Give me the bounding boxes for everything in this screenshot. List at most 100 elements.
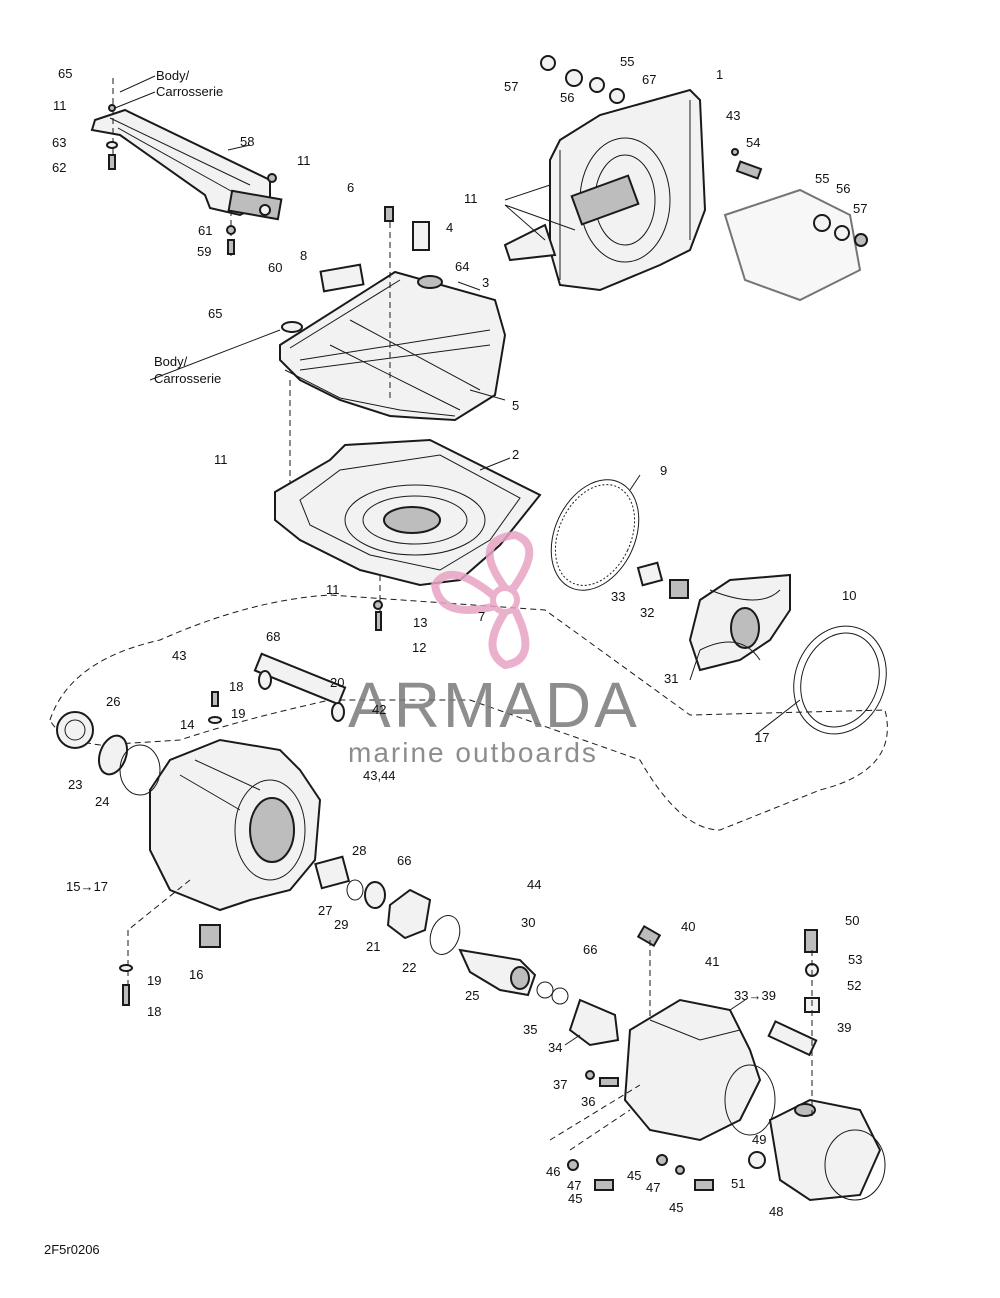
drive-shaft-25 — [314, 855, 620, 1047]
support-bracket-58 — [90, 78, 283, 260]
impeller-31 — [636, 561, 887, 735]
callout-c52: 52 — [847, 978, 861, 993]
callout-c29: 29 — [334, 917, 348, 932]
callout-c16: 16 — [189, 967, 203, 982]
carrosserie-label-mid: Carrosserie — [154, 371, 221, 386]
callout-c35: 35 — [523, 1022, 537, 1037]
brand-tagline: marine outboards — [348, 737, 598, 768]
body-label-mid: Body/ — [154, 354, 188, 369]
pump-housing-15 — [56, 652, 347, 1006]
callout-c28: 28 — [352, 843, 366, 858]
callout-c6: 6 — [347, 180, 354, 195]
assembly-outline — [49, 594, 888, 831]
callout-c68: 68 — [266, 629, 280, 644]
callout-c10: 10 — [842, 588, 856, 603]
propeller-logo — [430, 530, 534, 670]
callout-c40: 40 — [681, 919, 695, 934]
top-plate-3 — [279, 206, 507, 500]
callout-c22: 22 — [402, 960, 416, 975]
callout-c18b: 18 — [147, 1004, 161, 1019]
figure-code: 2F5r0206 — [44, 1242, 100, 1257]
callout-c56a: 56 — [560, 90, 574, 105]
callout-c53: 53 — [848, 952, 862, 967]
callout-c42: 42 — [372, 702, 386, 717]
callout-c44: 44 — [527, 877, 541, 892]
callout-c19a: 19 — [231, 706, 245, 721]
callout-c64: 64 — [455, 259, 469, 274]
callout-c45b: 45 — [627, 1168, 641, 1183]
callout-c43b: 43 — [172, 648, 186, 663]
callout-c65b: 65 — [208, 306, 222, 321]
callout-c27: 27 — [318, 903, 332, 918]
callout-c36: 36 — [581, 1094, 595, 1109]
callout-c21: 21 — [366, 939, 380, 954]
callout-c37: 37 — [553, 1077, 567, 1092]
callout-c34: 34 — [548, 1040, 562, 1055]
callout-c11c: 11 — [464, 191, 478, 206]
callout-c49: 49 — [752, 1132, 766, 1147]
leader-lines — [114, 75, 801, 1046]
callout-c43a: 43 — [726, 108, 740, 123]
callout-c19b: 19 — [147, 973, 161, 988]
callout-c48: 48 — [769, 1204, 783, 1219]
callout-c31: 31 — [664, 671, 678, 686]
callout-c3339: 33→39 — [734, 988, 776, 1003]
callout-c1517: 15→17 — [66, 879, 108, 894]
callout-c20: 20 — [330, 675, 344, 690]
callout-c46: 46 — [546, 1164, 560, 1179]
callout-c45a: 45 — [568, 1191, 582, 1206]
callout-c9: 9 — [660, 463, 667, 478]
callout-c12: 12 — [412, 640, 426, 655]
callout-c66a: 66 — [397, 853, 411, 868]
callout-c62: 62 — [52, 160, 66, 175]
callout-c55a: 55 — [620, 54, 634, 69]
callout-c67: 67 — [642, 72, 656, 87]
plate-assembly-1 — [503, 55, 868, 302]
steering-nozzle-48 — [549, 924, 886, 1202]
callout-c23: 23 — [68, 777, 82, 792]
callout-c11a: 11 — [53, 98, 67, 113]
callout-c33: 33 — [611, 589, 625, 604]
callout-c47b: 47 — [646, 1180, 660, 1195]
callout-c66b: 66 — [583, 942, 597, 957]
callout-c60: 60 — [268, 260, 282, 275]
callout-c39: 39 — [837, 1020, 851, 1035]
callout-c30: 30 — [521, 915, 535, 930]
callout-c57b: 57 — [853, 201, 867, 216]
callout-c24: 24 — [95, 794, 109, 809]
callout-c18a: 18 — [229, 679, 243, 694]
seal-ring-9 — [550, 479, 640, 591]
callout-c51: 51 — [731, 1176, 745, 1191]
callout-c11d: 11 — [214, 452, 228, 467]
callout-c65a: 65 — [58, 66, 72, 81]
body-label-top: Body/ — [156, 68, 190, 83]
callout-c47a: 47 — [567, 1178, 581, 1193]
callout-c59: 59 — [197, 244, 211, 259]
callout-c56b: 56 — [836, 181, 850, 196]
callout-c3: 3 — [482, 275, 489, 290]
mid-plate-2 — [274, 438, 542, 631]
callout-c61: 61 — [198, 223, 212, 238]
callout-c4: 4 — [446, 220, 453, 235]
callout-c58: 58 — [240, 134, 254, 149]
callout-c14: 14 — [180, 717, 194, 732]
callout-c2: 2 — [512, 447, 519, 462]
callout-c1: 1 — [716, 67, 723, 82]
armada-watermark: ARMADA marine outboards — [348, 530, 640, 768]
carrosserie-label-top: Carrosserie — [156, 84, 223, 99]
callout-c11b: 11 — [297, 153, 311, 168]
callout-c4344: 43,44 — [363, 768, 396, 783]
callout-c50: 50 — [845, 913, 859, 928]
callout-c57a: 57 — [504, 79, 518, 94]
callout-c54: 54 — [746, 135, 760, 150]
callout-c55b: 55 — [815, 171, 829, 186]
callout-c63: 63 — [52, 135, 66, 150]
callout-c17: 17 — [755, 730, 769, 745]
callout-c32: 32 — [640, 605, 654, 620]
callout-c11e: 11 — [326, 582, 340, 597]
callout-c13: 13 — [413, 615, 427, 630]
callout-c45c: 45 — [669, 1200, 683, 1215]
brand-name: ARMADA — [348, 669, 640, 741]
